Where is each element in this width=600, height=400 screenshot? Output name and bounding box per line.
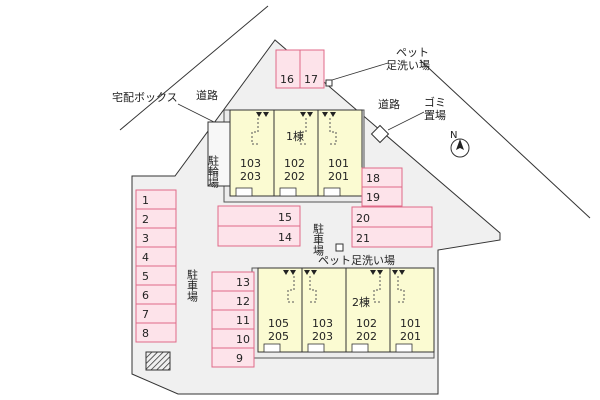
b2-porch-2 bbox=[307, 343, 325, 353]
b1-stair-2 bbox=[299, 118, 308, 145]
building-2-label: 2棟 bbox=[352, 295, 370, 309]
b2-porch-3 bbox=[351, 343, 369, 353]
pet-wash-top-label-1: ペット bbox=[396, 46, 429, 59]
unit-b1-3-upper: 101 bbox=[328, 157, 349, 170]
parking-stall-19-number: 19 bbox=[366, 191, 380, 204]
parking-stall-13-number: 13 bbox=[236, 276, 250, 289]
unit-b2-4-upper: 101 bbox=[400, 317, 421, 330]
road-label-1: 道路 bbox=[196, 88, 218, 102]
pet-wash-top-label-2: 足洗い場 bbox=[386, 59, 430, 72]
pet-wash-top-icon bbox=[325, 79, 333, 87]
parking-stall-15-number: 15 bbox=[278, 211, 292, 224]
parking-stall-16 bbox=[275, 49, 301, 89]
parking-stall-11-number: 11 bbox=[236, 314, 250, 327]
parking-stall-21 bbox=[351, 226, 433, 248]
pet-wash-bottom-label: ペット足洗い場 bbox=[318, 254, 395, 267]
delivery-box-label: 宅配ボックス bbox=[112, 90, 178, 104]
garbage-leader bbox=[387, 111, 425, 131]
unit-b1-102 bbox=[273, 109, 319, 197]
north-label: N bbox=[450, 130, 457, 141]
parking-stall-21-number: 21 bbox=[356, 232, 370, 245]
b1-stair-3 bbox=[328, 118, 337, 145]
unit-b1-1-upper: 103 bbox=[240, 157, 261, 170]
parking-stall-9 bbox=[211, 347, 255, 368]
b2-porch-4 bbox=[395, 343, 413, 353]
unit-b1-2-upper: 102 bbox=[284, 157, 305, 170]
b1-porch-1 bbox=[235, 187, 253, 197]
unit-b2-101 bbox=[389, 267, 435, 353]
parking-stall-6-number: 6 bbox=[142, 289, 149, 302]
parking-stall-18-number: 18 bbox=[366, 172, 380, 185]
unit-b1-3-lower: 201 bbox=[328, 170, 349, 183]
garbage-label-2: 置場 bbox=[424, 109, 446, 122]
parking-stall-14-number: 14 bbox=[278, 231, 292, 244]
parking-stall-17-number: 17 bbox=[304, 73, 318, 86]
unit-b1-2-lower: 202 bbox=[284, 170, 305, 183]
parking-stall-5-number: 5 bbox=[142, 270, 149, 283]
unit-b2-103 bbox=[301, 267, 347, 353]
b2-porch-1 bbox=[263, 343, 281, 353]
parking-stall-8 bbox=[135, 322, 177, 343]
unit-b1-1-lower: 203 bbox=[240, 170, 261, 183]
parking-stall-9-number: 9 bbox=[236, 352, 243, 365]
unit-b2-3-lower: 202 bbox=[356, 330, 377, 343]
b1-porch-3 bbox=[323, 187, 341, 197]
parking-stall-14 bbox=[217, 225, 301, 247]
unit-b2-2-upper: 103 bbox=[312, 317, 333, 330]
parking-stall-2-number: 2 bbox=[142, 213, 149, 226]
parking-stall-1-number: 1 bbox=[142, 194, 149, 207]
building-2: 105 205 103 203 102 202 101 201 2棟 bbox=[257, 267, 435, 353]
parking-stall-20-number: 20 bbox=[356, 212, 370, 225]
parking-center-label: 駐車場 bbox=[312, 222, 325, 257]
unit-b2-3-upper: 102 bbox=[356, 317, 377, 330]
parking-stall-17 bbox=[299, 49, 325, 89]
road-edge-outer-right bbox=[419, 59, 591, 219]
north-arrow-icon bbox=[456, 139, 464, 150]
road-edge-outer bbox=[119, 5, 269, 131]
unit-b2-1-lower: 205 bbox=[268, 330, 289, 343]
b2-stair-2 bbox=[308, 276, 317, 303]
parking-stall-12-number: 12 bbox=[236, 295, 250, 308]
unit-b1-101 bbox=[317, 109, 363, 197]
pet-wash-bottom-icon bbox=[335, 243, 344, 252]
building-1-label: 1棟 bbox=[286, 129, 304, 143]
parking-stall-19 bbox=[361, 186, 403, 207]
unit-b2-1-upper: 105 bbox=[268, 317, 289, 330]
parking-stall-8-number: 8 bbox=[142, 327, 149, 340]
b2-stair-3 bbox=[373, 276, 382, 303]
hatched-area bbox=[145, 351, 171, 371]
parking-stall-10-number: 10 bbox=[236, 333, 250, 346]
building-1: 103 203 102 202 101 201 1棟 bbox=[229, 109, 363, 197]
b1-entrance-marks bbox=[256, 112, 336, 117]
parking-stall-3-number: 3 bbox=[142, 232, 149, 245]
parking-stall-16-number: 16 bbox=[280, 73, 294, 86]
road-label-2: 道路 bbox=[378, 97, 400, 111]
parking-left-label: 駐車場 bbox=[186, 268, 199, 303]
parking-stall-7-number: 7 bbox=[142, 308, 149, 321]
b2-stair-1 bbox=[287, 276, 296, 303]
garbage-label-1: ゴミ bbox=[424, 95, 446, 109]
b2-stair-4 bbox=[396, 276, 405, 303]
b1-porch-2 bbox=[279, 187, 297, 197]
unit-b1-103 bbox=[229, 109, 275, 197]
bike-parking-label: 駐輪場 bbox=[207, 154, 220, 189]
unit-b2-2-lower: 203 bbox=[312, 330, 333, 343]
pet-wash-top-leader bbox=[331, 62, 389, 81]
b1-stair-1 bbox=[251, 118, 260, 145]
b2-entrance-marks bbox=[283, 270, 405, 275]
parking-stall-4-number: 4 bbox=[142, 251, 149, 264]
unit-b2-4-lower: 201 bbox=[400, 330, 421, 343]
garbage-area-icon bbox=[370, 124, 390, 144]
